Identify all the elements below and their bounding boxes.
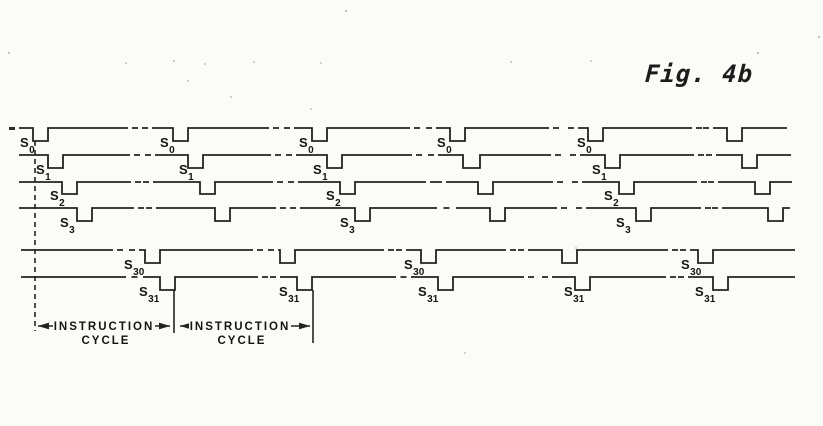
signal-label-S31: S31: [139, 284, 160, 305]
arrow-right-icon: [299, 322, 310, 330]
instruction-cycle-label-1-line2: CYCLE: [82, 335, 131, 347]
scan-line-start-mark: [9, 127, 15, 130]
instruction-cycle-label-2-line1: INSTRUCTION: [190, 321, 291, 333]
signal-label-S3: S3: [60, 215, 75, 236]
signal-label-S3: S3: [616, 215, 631, 236]
instruction-cycle-label-1-line1: INSTRUCTION: [54, 321, 155, 333]
arrow-left-icon: [180, 322, 191, 330]
signal-label-S31: S31: [418, 284, 439, 305]
signal-label-S30: S30: [124, 257, 145, 278]
text-mask: [189, 318, 291, 332]
text-mask: [53, 318, 155, 332]
arrow-right-icon: [159, 322, 170, 330]
signal-label-S1: S1: [313, 162, 328, 183]
signal-label-S0: S0: [577, 135, 592, 156]
signal-label-S1: S1: [179, 162, 194, 183]
waveform-S2: [19, 181, 792, 195]
waveform-S3: [19, 207, 790, 222]
waveform-S0: [19, 127, 787, 142]
instruction-cycle-label-2-line2: CYCLE: [218, 335, 267, 347]
waveform-S30: [21, 249, 795, 264]
waveform-S31: [21, 276, 795, 291]
signal-label-S3: S3: [340, 215, 355, 236]
waveform-S1: [19, 154, 791, 169]
signal-label-S2: S2: [326, 188, 341, 209]
arrow-left-icon: [38, 322, 49, 330]
signal-label-S2: S2: [604, 188, 619, 209]
